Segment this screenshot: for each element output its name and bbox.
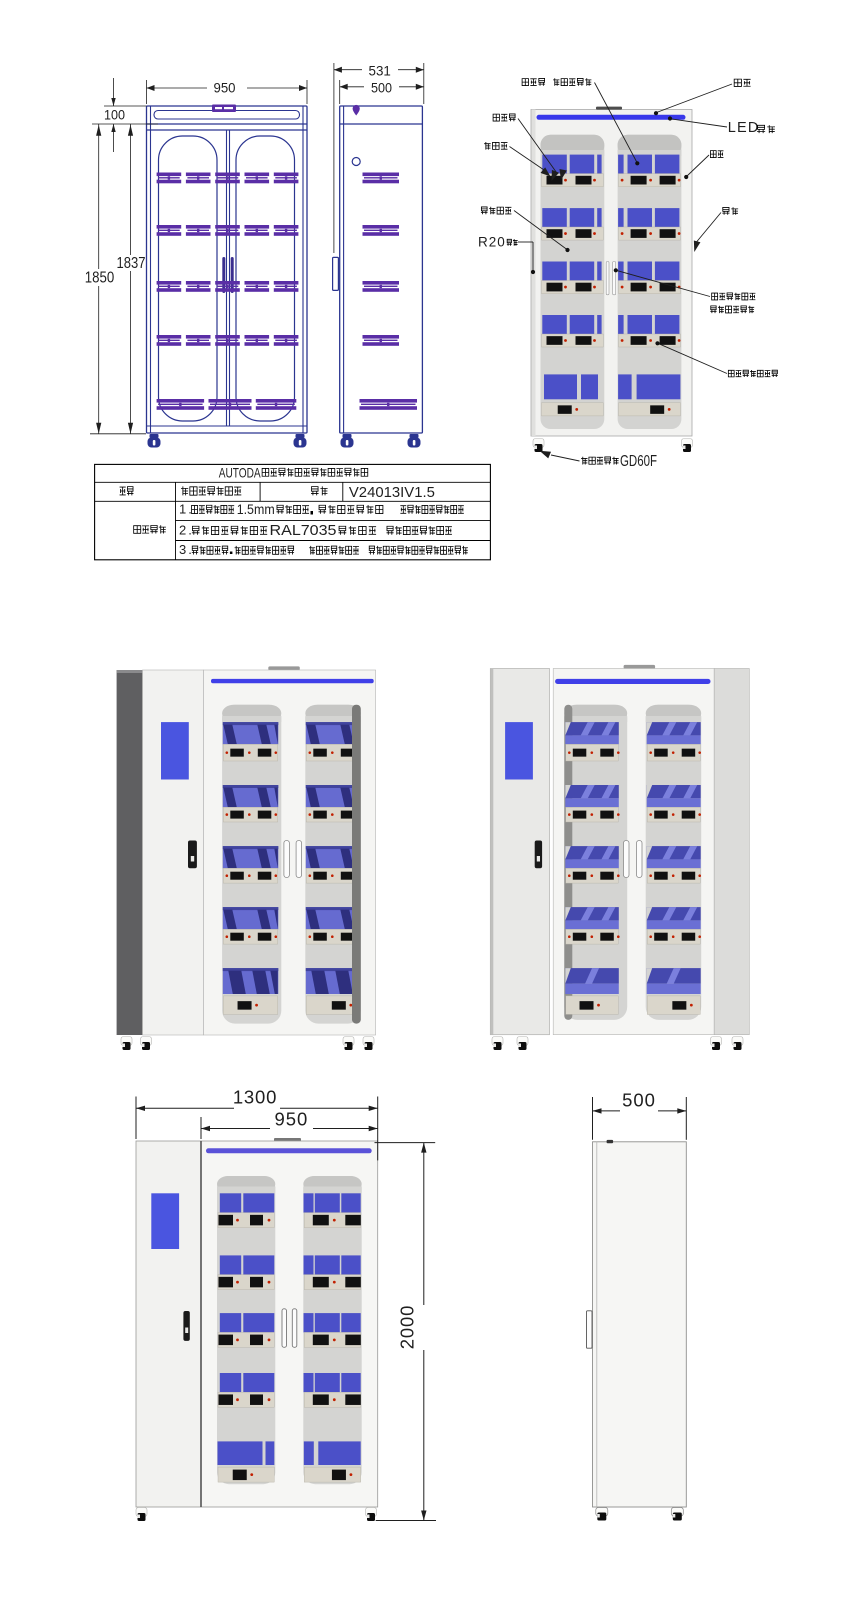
- svg-text:950: 950: [214, 79, 236, 95]
- svg-text:1.5mm: 1.5mm: [237, 501, 275, 517]
- svg-text:RAL7035: RAL7035: [270, 522, 337, 539]
- svg-text:500: 500: [371, 80, 392, 96]
- svg-text:531: 531: [369, 63, 392, 79]
- svg-text:100: 100: [104, 106, 125, 122]
- svg-text:R20: R20: [478, 235, 506, 250]
- svg-text:GD60F: GD60F: [620, 453, 657, 470]
- svg-text:2.: 2.: [179, 522, 194, 537]
- svg-text:1850: 1850: [85, 270, 115, 287]
- svg-text:2000: 2000: [397, 1305, 418, 1349]
- svg-text:1300: 1300: [233, 1087, 277, 1108]
- svg-text:V24013IV1.5: V24013IV1.5: [349, 484, 435, 501]
- svg-text:AUTODA: AUTODA: [219, 465, 261, 481]
- svg-text:1.: 1.: [179, 501, 194, 516]
- svg-text:LED: LED: [728, 120, 760, 136]
- svg-text:500: 500: [622, 1090, 656, 1111]
- svg-text:3.: 3.: [179, 542, 194, 557]
- svg-text:1837: 1837: [117, 255, 146, 272]
- svg-text:950: 950: [274, 1109, 308, 1130]
